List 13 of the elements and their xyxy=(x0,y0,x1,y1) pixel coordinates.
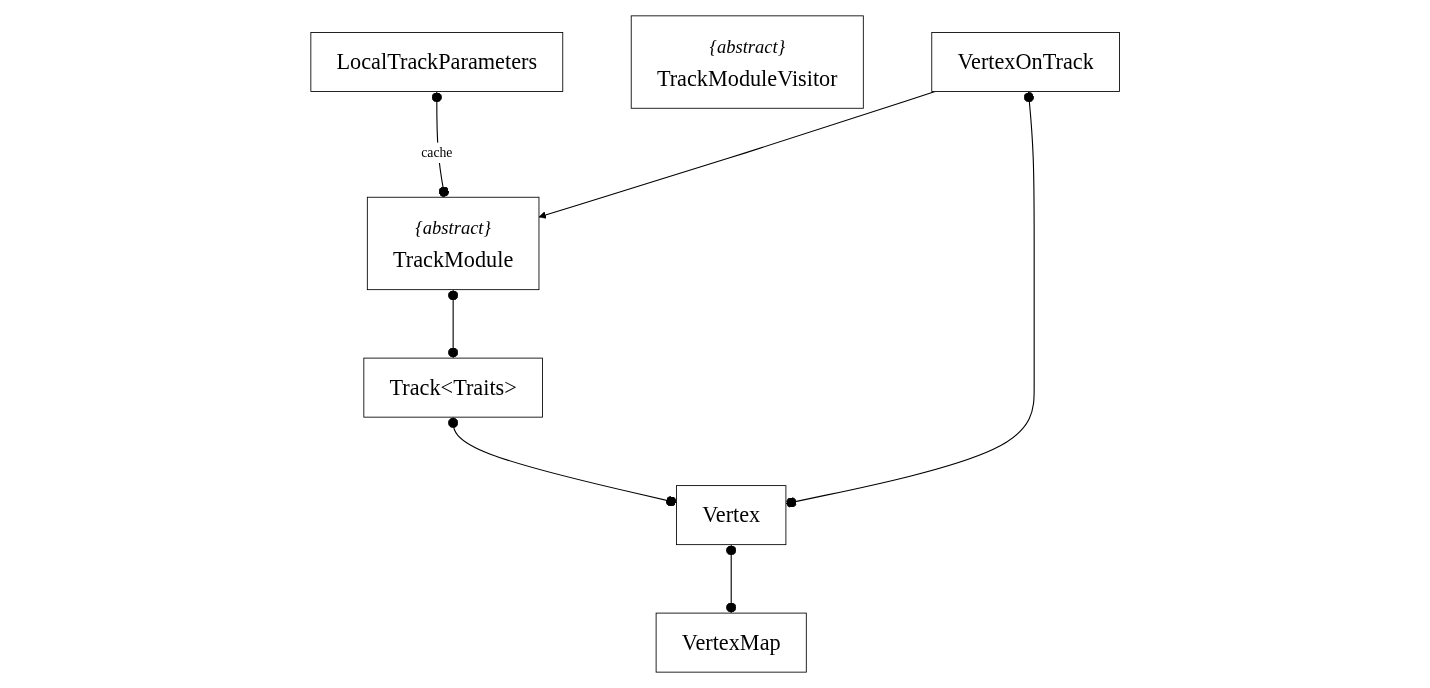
connector xyxy=(447,289,459,359)
connector xyxy=(725,544,737,614)
connector xyxy=(447,416,677,507)
node-box: VertexOnTrack xyxy=(931,32,1120,92)
node-box: LocalTrackParameters xyxy=(310,32,564,92)
edge-label: cache xyxy=(421,145,453,160)
node-box: Track<Traits> xyxy=(363,357,543,418)
node-box: VertexMap xyxy=(655,612,807,673)
node-box: {abstract} TrackModule xyxy=(366,196,540,291)
connector xyxy=(785,91,1035,508)
node-box: Vertex xyxy=(675,485,787,546)
arrow xyxy=(538,91,936,219)
node-box: {abstract} TrackModuleVisitor xyxy=(630,15,864,109)
